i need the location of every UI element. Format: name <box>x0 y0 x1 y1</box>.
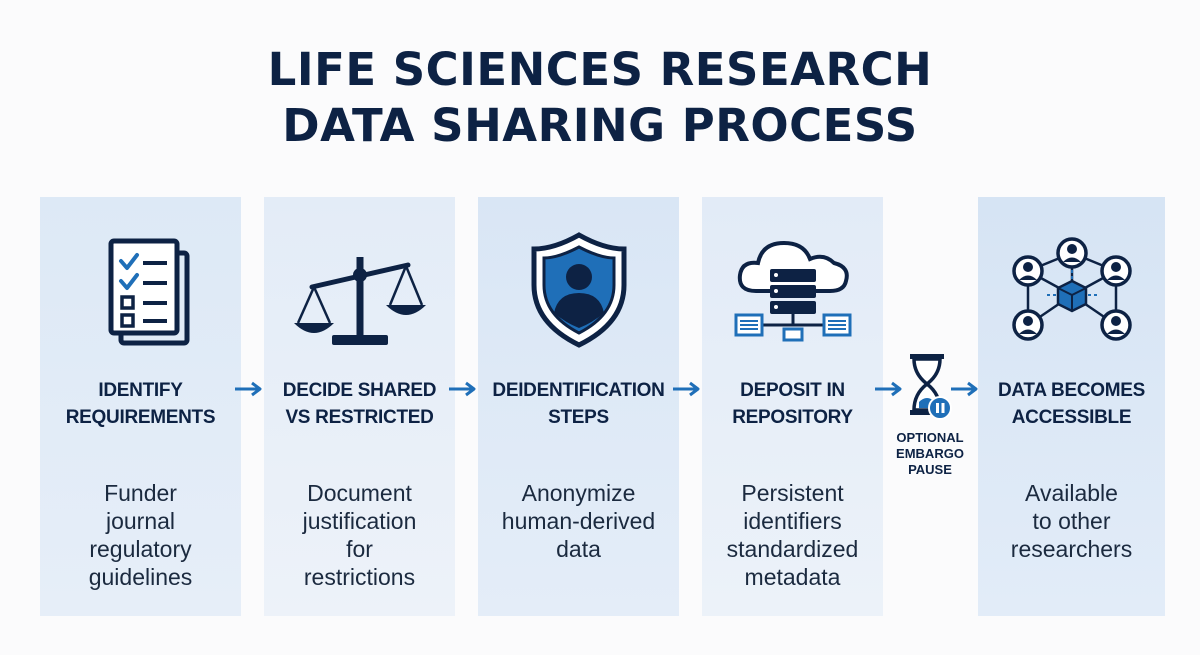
cloud-server-icon <box>702 225 883 355</box>
arrow-right-icon <box>673 381 700 397</box>
embargo-label: OPTIONAL EMBARGO PAUSE <box>896 430 964 477</box>
arrow-right-icon <box>951 381 978 397</box>
step-heading: DECIDE SHARED VS RESTRICTED <box>282 380 437 428</box>
step-heading: DEIDENTIFICATION STEPS <box>492 380 665 428</box>
title-line-2: DATA SHARING PROCESS <box>282 99 918 152</box>
step-description: Persistent identifiers standardized meta… <box>726 480 859 590</box>
hourglass-pause-icon <box>910 354 952 420</box>
step-heading: DEPOSIT IN REPOSITORY <box>732 380 853 428</box>
step-card-identify-requirements: IDENTIFY REQUIREMENTS Funder journal reg… <box>40 197 241 616</box>
step-card-decide-shared: DECIDE SHARED VS RESTRICTED Document jus… <box>264 197 455 616</box>
shield-person-icon <box>478 225 679 355</box>
checklist-document-icon <box>40 225 241 355</box>
step-description: Funder journal regulatory guidelines <box>88 480 193 590</box>
page-title: LIFE SCIENCES RESEARCH DATA SHARING PROC… <box>0 42 1200 154</box>
network-people-icon <box>978 225 1165 355</box>
step-heading: IDENTIFY REQUIREMENTS <box>65 380 216 428</box>
arrow-right-icon <box>235 381 262 397</box>
step-card-deidentification: DEIDENTIFICATION STEPS Anonymize human-d… <box>478 197 679 616</box>
optional-embargo-pause: OPTIONAL EMBARGO PAUSE <box>884 350 978 500</box>
step-description: Document justification for restrictions <box>302 480 417 590</box>
title-line-1: LIFE SCIENCES RESEARCH <box>267 43 933 96</box>
step-description: Available to other researchers <box>1010 480 1133 562</box>
arrow-right-icon <box>449 381 476 397</box>
arrow-right-icon <box>875 381 902 397</box>
balance-scale-icon <box>264 225 455 355</box>
step-card-deposit-repository: DEPOSIT IN REPOSITORY Persistent identif… <box>702 197 883 616</box>
step-heading: DATA BECOMES ACCESSIBLE <box>998 380 1145 428</box>
step-card-data-accessible: DATA BECOMES ACCESSIBLE Available to oth… <box>978 197 1165 616</box>
step-description: Anonymize human-derived data <box>501 480 656 562</box>
